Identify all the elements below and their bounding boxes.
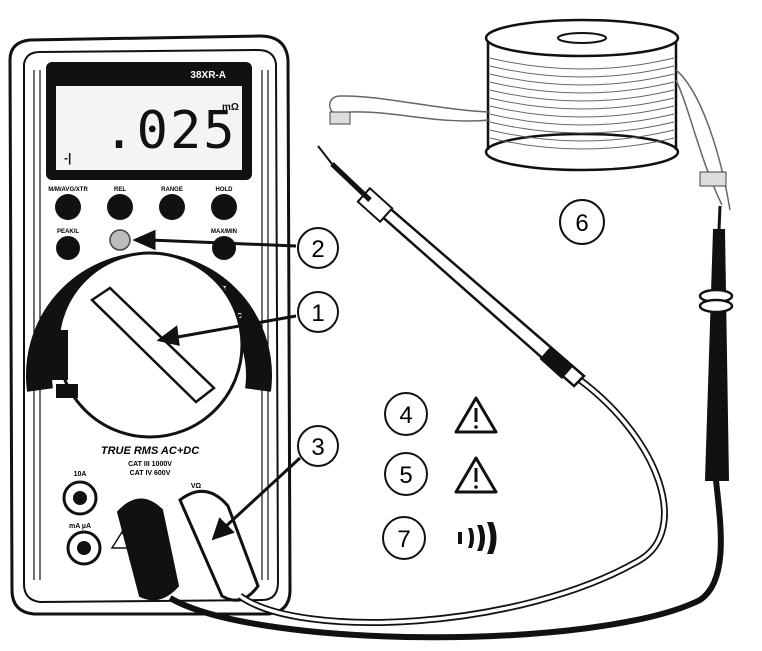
range-button[interactable] bbox=[159, 194, 185, 220]
button-label: REL bbox=[114, 187, 126, 193]
rotary-selector[interactable]: mVΩµA mAAV Hz°C bbox=[26, 251, 272, 439]
selector-knob[interactable] bbox=[90, 286, 216, 404]
rating-line-2: CAT IV 600V bbox=[130, 470, 171, 477]
lcd-screen bbox=[56, 86, 242, 170]
hold-button[interactable] bbox=[211, 194, 237, 220]
callout-1-label: 1 bbox=[311, 300, 324, 327]
callout-3-label: 3 bbox=[311, 434, 324, 461]
callout-arrows bbox=[132, 229, 302, 541]
lcd-unit: mΩ bbox=[222, 102, 239, 113]
callout-2-label: 2 bbox=[311, 236, 324, 263]
backlight-button[interactable] bbox=[109, 229, 131, 251]
button-label: MAX/MIN bbox=[211, 229, 237, 235]
lcd-indicator: -| bbox=[64, 151, 71, 165]
warning-triangle-icon bbox=[454, 396, 498, 434]
test-leads bbox=[168, 145, 734, 641]
max-min-button[interactable] bbox=[212, 236, 236, 260]
warning-triangle-icon bbox=[454, 456, 498, 494]
button-row: M/M/AVG/XTR REL RANGE HOLD bbox=[48, 187, 237, 220]
callout-4: 4 bbox=[384, 392, 428, 436]
jack-ma-label: mA µA bbox=[69, 523, 91, 530]
callout-7-label: 7 bbox=[397, 526, 410, 553]
jack-10a-label: 10A bbox=[74, 471, 87, 478]
red-probe-plug bbox=[178, 489, 260, 602]
callout-2: 2 bbox=[297, 227, 339, 269]
rel-button[interactable] bbox=[107, 194, 133, 220]
peak-button[interactable] bbox=[56, 236, 80, 260]
callout-5-label: 5 bbox=[399, 462, 412, 489]
jack-v-label: VΩ bbox=[191, 483, 202, 490]
callout-6-label: 6 bbox=[575, 210, 588, 237]
rating-line-1: CAT III 1000V bbox=[128, 461, 172, 468]
brand-line: TRUE RMS AC+DC bbox=[101, 445, 200, 457]
button-label: RANGE bbox=[161, 187, 183, 193]
black-probe-plug bbox=[116, 498, 180, 601]
callout-6: 6 bbox=[559, 199, 605, 245]
continuity-beeper-icon bbox=[458, 522, 497, 554]
black-probe-handle bbox=[704, 229, 730, 481]
min-max-button[interactable] bbox=[55, 194, 81, 220]
button-label: PEAK/L bbox=[57, 229, 79, 235]
callout-4-label: 4 bbox=[399, 402, 412, 429]
callout-7: 7 bbox=[382, 516, 426, 560]
lcd-reading: .025 bbox=[103, 101, 236, 161]
button-label: M/M/AVG/XTR bbox=[48, 187, 88, 193]
callout-3: 3 bbox=[297, 425, 339, 467]
wire-spool bbox=[329, 18, 731, 211]
callout-5: 5 bbox=[384, 452, 428, 496]
callout-1: 1 bbox=[297, 291, 339, 333]
button-label: HOLD bbox=[216, 187, 234, 193]
meter-model-label: 38XR-A bbox=[190, 70, 226, 81]
multimeter: 38XR-A .025 mΩ -| M/M/AVG/XTR REL RANGE … bbox=[8, 34, 292, 616]
input-jacks: 10A mA µA VΩ bbox=[62, 471, 202, 566]
